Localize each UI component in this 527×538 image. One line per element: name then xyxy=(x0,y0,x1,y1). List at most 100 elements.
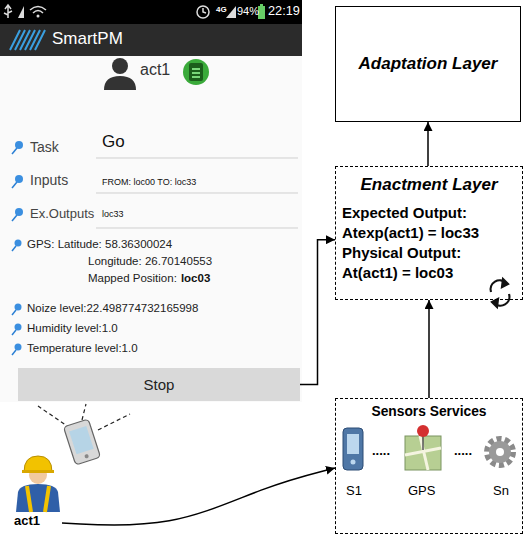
refresh-icon xyxy=(491,279,510,307)
user-avatar-part xyxy=(104,76,136,90)
task-list-icon-part xyxy=(183,59,209,85)
network-type: 4G xyxy=(216,5,227,15)
stop-button: Stop xyxy=(18,368,300,401)
sensor-name: GPS xyxy=(408,483,435,499)
status-icons-part xyxy=(18,6,24,18)
refresh-icon-part xyxy=(502,279,508,287)
signal-lines-part xyxy=(98,414,130,430)
sensor-icon-part xyxy=(347,434,359,454)
phone-screen-background-part xyxy=(0,24,302,56)
gear-icon xyxy=(487,439,513,465)
status-icons-part xyxy=(30,7,46,14)
sensor-icon xyxy=(343,428,363,470)
adaptation-layer-box: Adaptation Layer xyxy=(335,6,521,122)
gps-icon-part xyxy=(405,436,441,470)
output-label: Physical Output: xyxy=(342,244,516,262)
status-icons-part xyxy=(203,8,206,13)
pin-icons-part xyxy=(12,304,22,316)
layer-title: Enactment Layer xyxy=(342,175,516,195)
pin-icons-part-part xyxy=(15,304,22,311)
pin-icons-part-part xyxy=(12,350,16,355)
pin-icons-part xyxy=(12,175,23,188)
gps-icon-part xyxy=(422,436,424,450)
mapped-position: loc03 xyxy=(181,272,210,286)
phone-screen-background xyxy=(0,0,302,402)
gps-icon xyxy=(405,425,441,470)
status-icons-part xyxy=(197,6,209,18)
pin-icons-part-part xyxy=(12,215,17,221)
signal-lines-part xyxy=(38,406,70,428)
status-icons-part xyxy=(226,6,236,18)
box-title: Sensors Services xyxy=(336,404,522,421)
task-list-icon-part xyxy=(192,69,200,77)
field-value: Go xyxy=(102,132,125,152)
pin-icons-part xyxy=(12,324,22,336)
task-list-icon-part xyxy=(189,63,203,81)
pin-icons-part-part xyxy=(15,175,23,183)
phone-screen-background-part xyxy=(0,0,302,24)
field-underlines-part xyxy=(96,158,298,228)
enactment-layer-box: Enactment LayerExpected Output: Atexp(act… xyxy=(335,166,523,300)
ellipsis: ..... xyxy=(372,443,390,459)
signal-lines-part xyxy=(82,404,86,420)
ellipsis: ..... xyxy=(454,443,472,459)
pin-icons-part-part xyxy=(15,141,23,149)
mobile-device xyxy=(63,419,100,465)
output-value: At(act1) = loc03 xyxy=(342,264,516,282)
pin-icons-part xyxy=(12,344,22,356)
pin-icons-part-part xyxy=(15,324,22,331)
gps-reading: Longitude: 26.70140553 xyxy=(88,255,212,269)
sensor-reading: Temperature level:1.0 xyxy=(27,342,138,356)
gear-icon-part xyxy=(489,441,511,463)
sensor-reading: Humidity level:1.0 xyxy=(27,322,118,336)
status-icons-part xyxy=(37,15,40,18)
connector-arrow xyxy=(427,122,429,166)
worker-figure-part xyxy=(24,456,52,472)
sensors-services-box: Sensors ServicesS1.....GPS.....Sn xyxy=(335,398,523,534)
button-label: Stop xyxy=(144,376,175,394)
pin-icons xyxy=(12,141,23,355)
pin-icons-part-part xyxy=(12,330,16,335)
field-value: loc33 xyxy=(102,209,124,220)
battery-level: 94% xyxy=(237,5,259,18)
field-label: Inputs xyxy=(30,172,68,189)
status-icons xyxy=(4,4,265,19)
user-name: act1 xyxy=(140,60,170,79)
gear-icon-part xyxy=(487,439,513,465)
user-avatar-part xyxy=(112,58,128,74)
sensor-icon-part xyxy=(343,428,363,470)
connector-arrow xyxy=(300,240,335,385)
sensor-reading: Noize level:22.498774732165998 xyxy=(27,302,198,316)
pin-icons-part-part xyxy=(15,240,22,247)
pin-icons-part-part xyxy=(15,208,23,216)
pin-icons-part-part xyxy=(12,182,17,188)
phone-screen-background-part xyxy=(0,56,302,402)
field-label: Ex.Outputs xyxy=(30,206,94,222)
gear-icon-part xyxy=(496,448,504,456)
mobile-device-part xyxy=(84,454,89,459)
app-logo-part xyxy=(10,30,45,50)
connector-arrow xyxy=(428,300,430,398)
gps-reading: GPS: Latitude: 58.36300024 xyxy=(27,238,172,252)
field-value: FROM: loc00 TO: loc33 xyxy=(102,177,196,188)
worker-figure-part xyxy=(16,484,60,512)
field-label: Task xyxy=(30,139,59,156)
worker-name: act1 xyxy=(14,513,40,529)
status-icons-part xyxy=(258,6,265,19)
worker-figure-part xyxy=(27,486,49,512)
worker-figure xyxy=(16,456,60,512)
task-list-icon xyxy=(183,59,209,85)
output-label: Expected Output: xyxy=(342,204,516,222)
worker-label: act1 xyxy=(12,512,60,534)
connector-arrow xyxy=(62,468,335,525)
clock-time: 22:19 xyxy=(268,3,300,18)
sensor-icon-part xyxy=(351,460,356,465)
output-value: Atexp(act1) = loc33 xyxy=(342,224,516,242)
pin-icons-part xyxy=(12,208,23,221)
worker-figure-part xyxy=(22,470,54,473)
app-logo xyxy=(10,30,45,50)
pin-icons-part-part xyxy=(15,344,22,351)
user-avatar xyxy=(104,58,136,90)
app-title: SmartPM xyxy=(52,29,123,49)
pin-icons-part-part xyxy=(12,246,16,251)
